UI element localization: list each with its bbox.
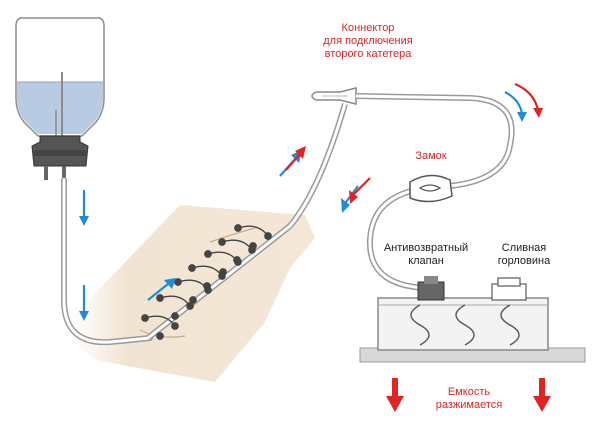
fluid-level [17,82,103,134]
lock-label: Замок [415,150,447,162]
red-arrow-icon [349,177,371,204]
drain-label-line2: горловина [497,255,551,267]
drain-label: Сливная горловина [488,242,560,268]
flow-arrow-icon [341,185,359,213]
sutures [141,224,272,340]
valve-label-line1: Антивозвратный [383,242,469,254]
drain-neck [491,277,527,301]
valve-label-line2: клапан [408,255,444,267]
connector [311,87,357,105]
check-valve [417,276,445,301]
container-label: Емкость разжимается [426,386,512,412]
flow-arrow-icon [79,285,89,321]
bottle [15,17,105,140]
valve-label: Антивозвратный клапан [378,242,474,268]
red-arrow-icon [285,146,306,171]
red-arrow-icon [514,82,543,118]
red-arrow-icon [386,378,404,412]
skin-area [60,205,315,382]
connector-label-line3: второго катетера [324,48,412,60]
flow-arrow-icon [147,278,176,301]
connector-label: Коннектор для подключения второго катете… [318,22,418,61]
red-arrows [285,82,551,412]
flow-arrow-icon [504,91,527,122]
drain-label-line1: Сливная [501,242,547,254]
connector-label-line1: Коннектор [341,22,395,34]
container-label-line2: разжимается [435,399,503,411]
lock-clamp [409,174,453,203]
bottle-cap [31,135,89,180]
outflow-tube [287,103,348,228]
container [359,297,586,363]
catheter [146,223,292,341]
container-label-line1: Емкость [447,386,491,398]
loop-tube [355,93,515,291]
inflow-tube [61,177,153,346]
red-arrow-icon [533,378,551,412]
connector-label-line2: для подключения [323,35,413,47]
flow-arrow-icon [79,190,89,226]
